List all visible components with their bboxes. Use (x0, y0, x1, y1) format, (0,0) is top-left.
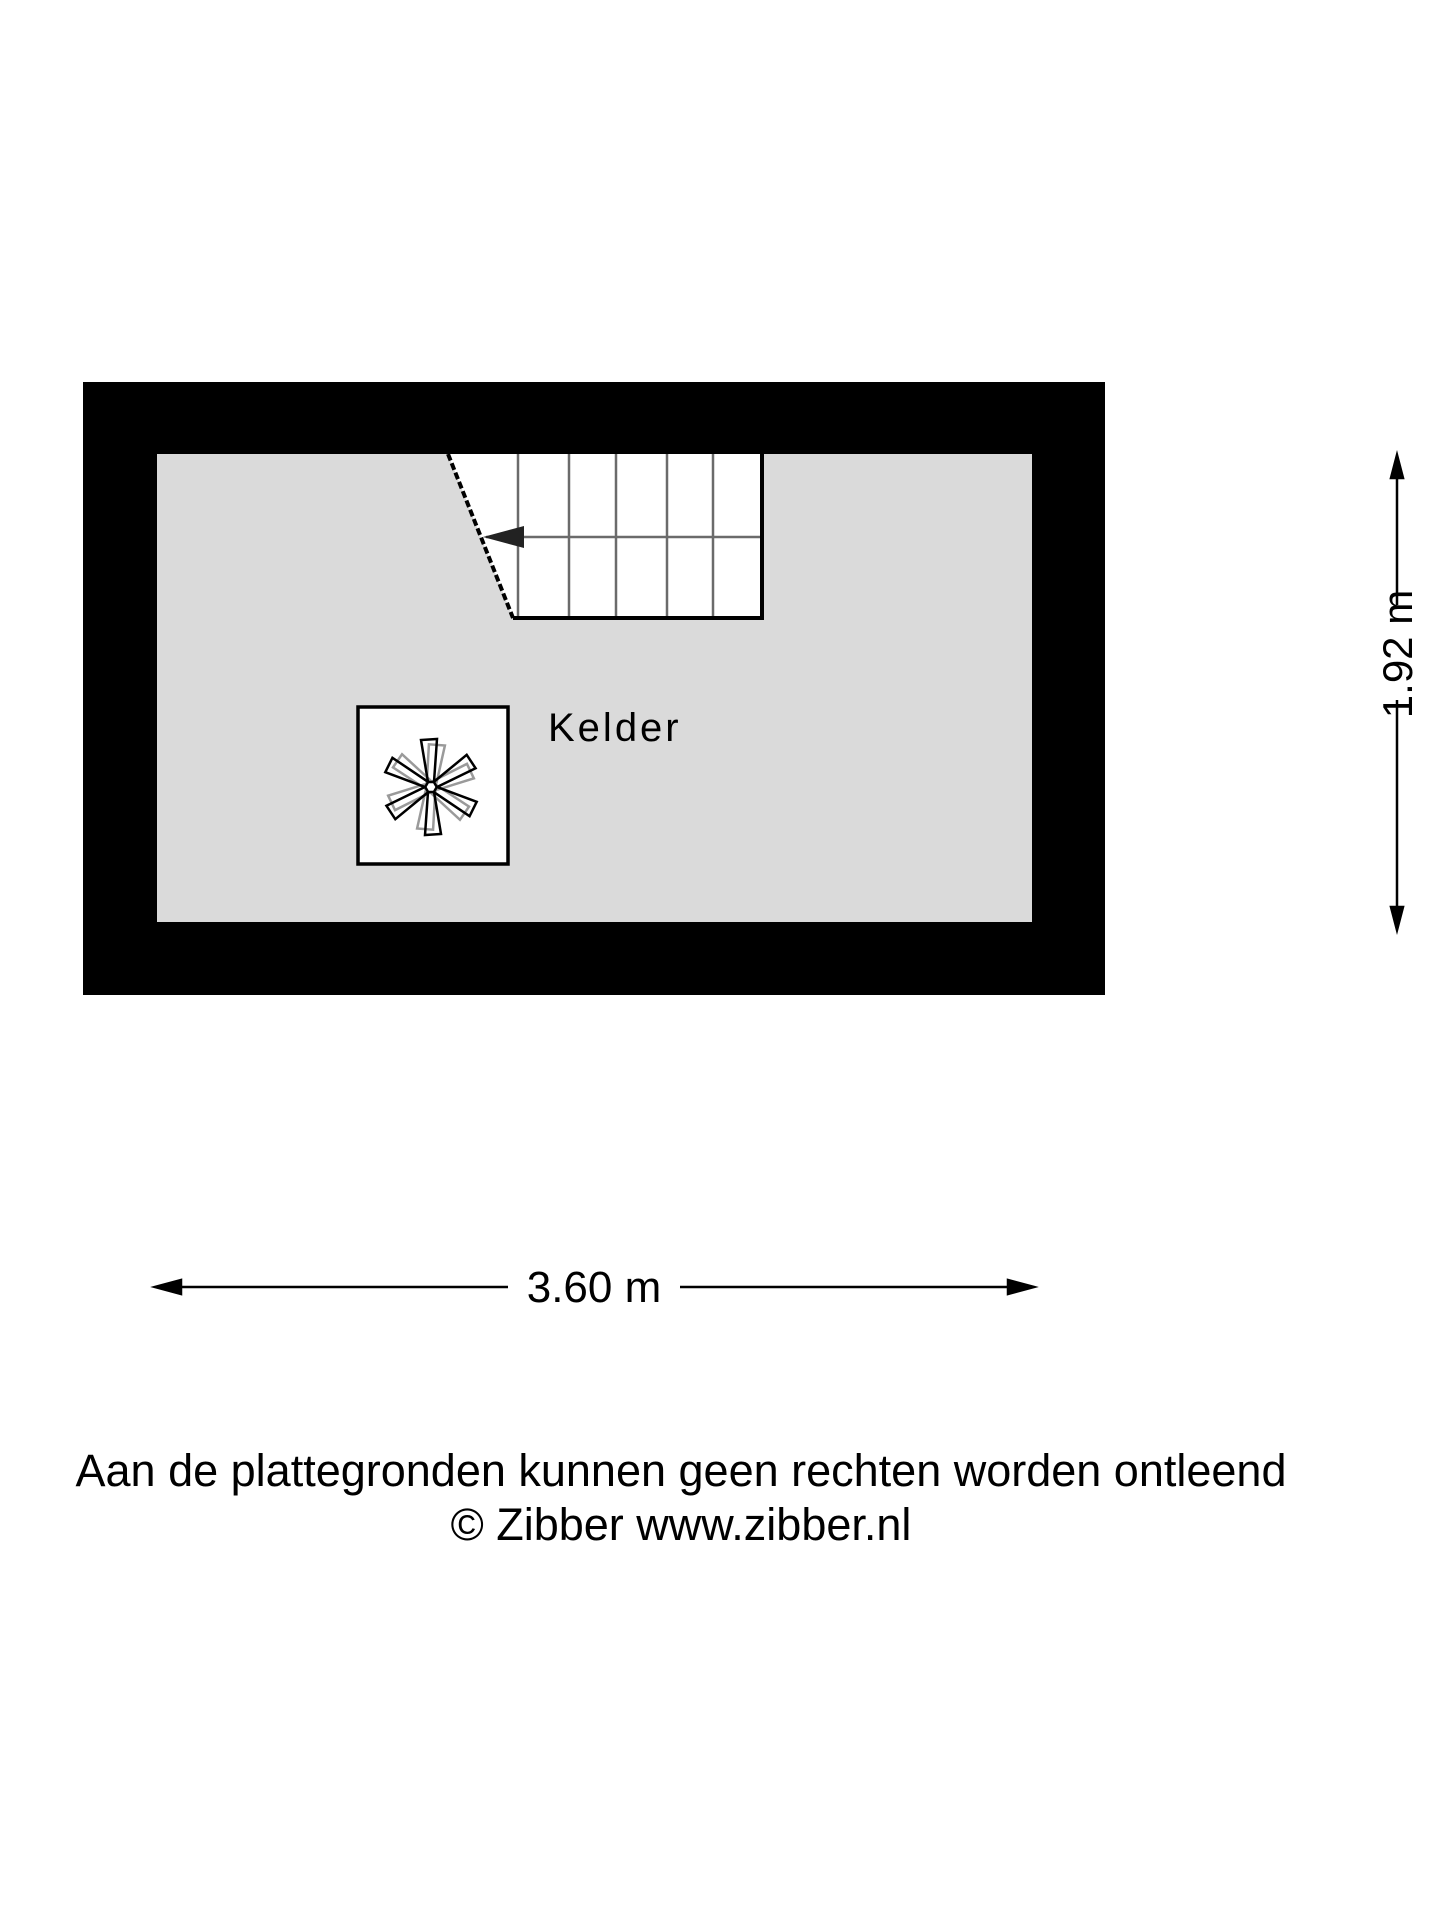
depth-dimension-label: 1.92 m (1374, 589, 1421, 719)
fan-unit (356, 705, 510, 866)
staircase (446, 453, 764, 620)
arrow-down-icon (1389, 905, 1405, 935)
fan-icon (383, 737, 479, 837)
dimension-line-width (150, 1278, 1039, 1296)
arrow-left-icon (150, 1278, 183, 1296)
arrow-right-icon (1006, 1278, 1039, 1296)
stair-direction-arrow-icon (483, 526, 524, 548)
disclaimer-text: Aan de plattegronden kunnen geen rechten… (75, 1445, 1287, 1496)
room-label: Kelder (548, 706, 682, 750)
arrow-up-icon (1389, 450, 1405, 480)
dimension-line-depth (1389, 450, 1405, 935)
width-dimension-label: 3.60 m (526, 1263, 662, 1312)
copyright-text: © Zibber www.zibber.nl (450, 1499, 912, 1550)
depth-dimension: 1.92 m (1374, 590, 1421, 718)
